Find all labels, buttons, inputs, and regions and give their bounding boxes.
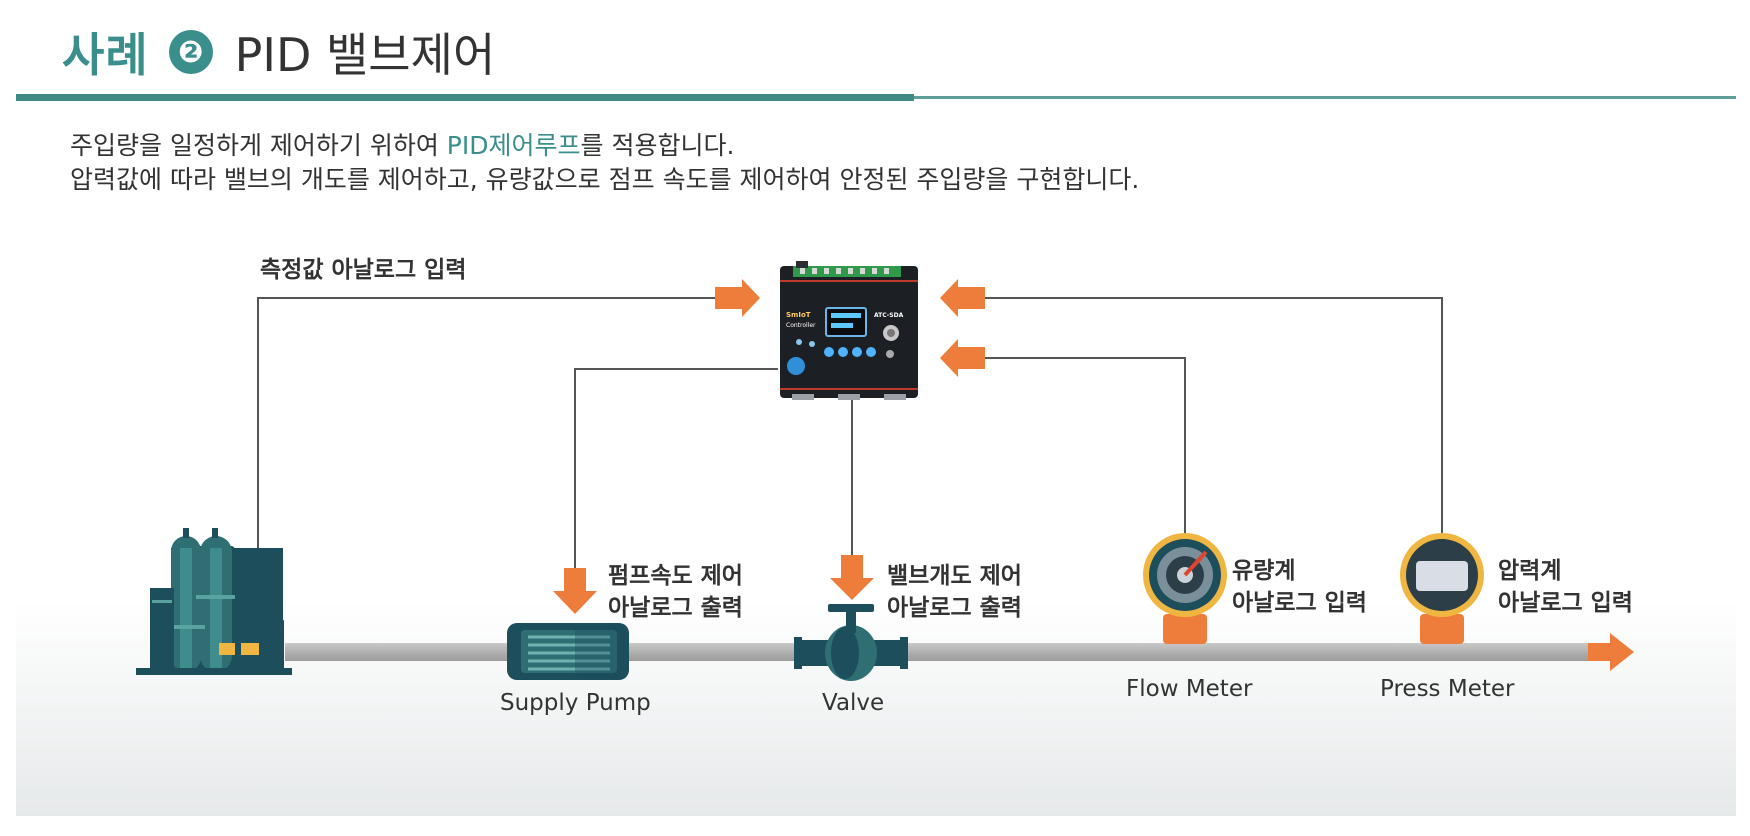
flow-meter-icon <box>1143 533 1227 644</box>
arrow-to-valve <box>830 555 874 600</box>
content-panel <box>16 101 1736 816</box>
valve-name: Valve <box>822 690 885 716</box>
flow-gauge-label: 유량계 아날로그 입력 <box>1232 558 1367 616</box>
page-title: 사례 ❷ PID 밸브제어 <box>62 22 495 82</box>
plant-icon <box>136 528 292 675</box>
controller-model: ATC-SDA <box>874 312 904 319</box>
press-signal-line <box>985 297 1443 536</box>
case-number-badge: ❷ <box>168 30 213 74</box>
press-meter-icon <box>1400 533 1484 644</box>
arrow-to-pump <box>553 568 597 614</box>
supply-pump-name: Supply Pump <box>500 690 651 716</box>
pump-control-label: 펌프속도 제어 아날로그 출력 <box>608 563 743 621</box>
description-line-2: 압력값에 따라 밸브의 개도를 제어하고, 유량값으로 점프 속도를 제어하여 … <box>70 165 1140 194</box>
controller-brand: SmIoT <box>786 311 811 319</box>
measure-input-label: 측정값 아날로그 입력 <box>260 257 467 283</box>
case-label: 사례 <box>62 28 149 82</box>
valve-control-label: 밸브개도 제어 아날로그 출력 <box>887 563 1022 621</box>
highlight-pid-loop: PID제어루프 <box>446 131 581 160</box>
title-underline <box>16 94 914 101</box>
supply-pump-icon <box>507 623 629 680</box>
flow-signal-line <box>985 357 1186 536</box>
pump-signal-line <box>574 368 778 575</box>
signal-lines <box>257 297 1443 575</box>
title-text: PID 밸브제어 <box>234 28 496 82</box>
signal-arrows <box>553 279 1634 671</box>
press-gauge-label: 압력계 아날로그 입력 <box>1498 558 1633 616</box>
arrow-into-controller-bottom-right <box>940 339 985 377</box>
title-underline-thin <box>914 96 1736 99</box>
press-meter-name: Press Meter <box>1380 676 1515 702</box>
valve-icon <box>794 604 908 681</box>
controller-brand-sub: Controller <box>786 322 816 329</box>
flow-direction-arrow <box>1588 633 1634 671</box>
description-line-1: 주입량을 일정하게 제어하기 위하여 PID제어루프를 적용합니다. <box>70 131 735 160</box>
smiot-controller-icon: SmIoT Controller ATC-SDA <box>780 261 918 400</box>
measure-signal-line <box>257 297 718 560</box>
arrow-into-controller-top-right <box>940 279 985 317</box>
pipe <box>285 643 1590 661</box>
flow-meter-name: Flow Meter <box>1126 676 1253 702</box>
arrow-into-controller-left <box>715 279 760 317</box>
